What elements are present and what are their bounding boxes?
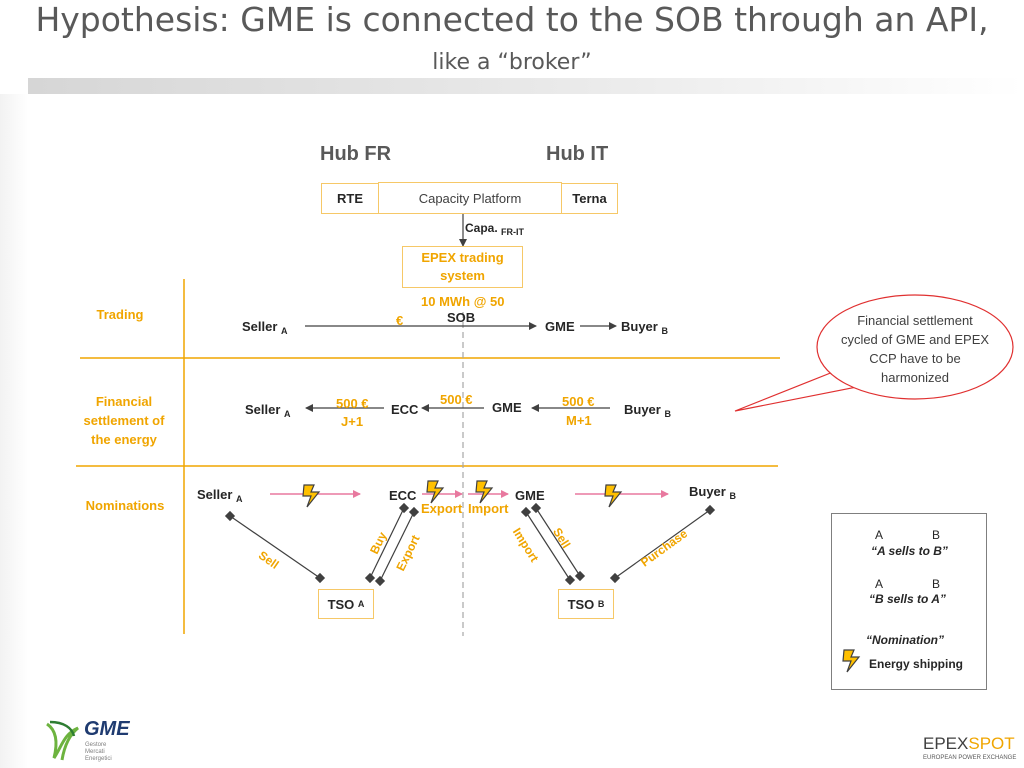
legend-desc-energy-shipping: Energy shipping — [869, 657, 964, 671]
financial-day-a: J+1 — [341, 414, 364, 429]
legend-box — [831, 513, 987, 690]
tso-b-box: TSO B — [558, 589, 614, 619]
lightning-icon — [300, 483, 326, 514]
title-divider — [28, 78, 1024, 94]
slide-title: Hypothesis: GME is connected to the SOB … — [35, 0, 989, 39]
nom-export-label: Export — [421, 501, 463, 516]
legend-b2: B — [932, 577, 941, 591]
hub-it-label: Hub IT — [546, 143, 609, 165]
nom-line-import — [525, 511, 571, 581]
sob-label: SOB — [447, 310, 476, 325]
hub-fr-label: Hub FR — [320, 143, 392, 165]
legend-desc-a-sells-b: “A sells to B” — [871, 544, 948, 558]
nom-buyer-b: Buyer B — [689, 484, 736, 501]
legend-a2: A — [875, 577, 884, 591]
nom-line-purchase — [614, 509, 711, 579]
nom-line-sell-b — [535, 507, 581, 577]
capacity-platform-box: Capacity Platform — [378, 182, 562, 214]
gme-logo-subtitle: Gestore Mercati Energetici — [85, 742, 112, 762]
financial-amount-a: 500 € — [336, 396, 369, 411]
section-financial-settlement: Financial settlement of the energy — [83, 394, 165, 447]
slide-subtitle: like a “broker” — [432, 50, 592, 75]
legend-b1: B — [932, 528, 941, 542]
capacity-platform-label: Capacity Platform — [418, 191, 522, 206]
financial-ecc: ECC — [391, 402, 419, 417]
trading-buyer-b: Buyer B — [621, 319, 668, 336]
legend-desc-b-sells-a: “B sells to A” — [869, 592, 946, 606]
nom-line-seller-tso — [229, 515, 321, 579]
terna-box: Terna — [561, 183, 618, 214]
financial-amount-b: 500 € — [562, 394, 595, 409]
epex-trading-system-box: EPEX trading system — [402, 246, 523, 288]
financial-buyer-b: Buyer B — [624, 402, 671, 419]
epex-spot-logo: EPEXSPOT EUROPEAN POWER EXCHANGE — [923, 734, 1019, 764]
nom-line-export — [379, 511, 415, 582]
trade-volume-price: 10 MWh @ 50 — [421, 294, 505, 309]
financial-gme: GME — [492, 400, 522, 415]
gme-logo-swoosh-icon — [46, 720, 79, 761]
nom-line-buy — [369, 507, 405, 579]
terna-label: Terna — [572, 191, 607, 206]
nom-seller-a: Seller A — [197, 487, 243, 504]
nom-import-label: Import — [468, 501, 509, 516]
callout-text: Financial settlement cycled of GME and E… — [840, 313, 990, 385]
rte-label: RTE — [337, 191, 363, 206]
legend-desc-nomination: “Nomination” — [866, 633, 944, 647]
section-trading: Trading — [96, 307, 144, 322]
lightning-icon — [602, 483, 628, 514]
epex-logo-subtitle: EUROPEAN POWER EXCHANGE — [923, 755, 1017, 761]
epex-logo-name: EPEXSPOT — [923, 734, 1015, 753]
lightning-icon — [473, 479, 499, 510]
section-nominations: Nominations — [85, 498, 165, 513]
lightning-icon — [424, 479, 450, 510]
rte-box: RTE — [321, 183, 379, 214]
nom-gme: GME — [515, 488, 545, 503]
gme-logo-name: GME — [84, 718, 130, 740]
tso-a-box: TSO A — [318, 589, 374, 619]
financial-day-b: M+1 — [566, 413, 592, 428]
trade-euro-sign: € — [396, 313, 404, 328]
financial-seller-a: Seller A — [245, 402, 291, 419]
trading-seller-a: Seller A — [242, 319, 288, 336]
callout-bubble — [816, 294, 1014, 400]
epex-trading-system-label: EPEX trading system — [421, 250, 504, 283]
gme-logo: GME Gestore Mercati Energetici — [44, 718, 136, 764]
lightning-icon — [840, 648, 866, 679]
side-shade — [0, 94, 28, 768]
trading-gme: GME — [545, 319, 575, 334]
legend-a1: A — [875, 528, 884, 542]
nom-ecc: ECC — [389, 488, 417, 503]
capa-label: Capa. FR-IT — [465, 221, 525, 237]
financial-amount-mid: 500 € — [440, 392, 473, 407]
